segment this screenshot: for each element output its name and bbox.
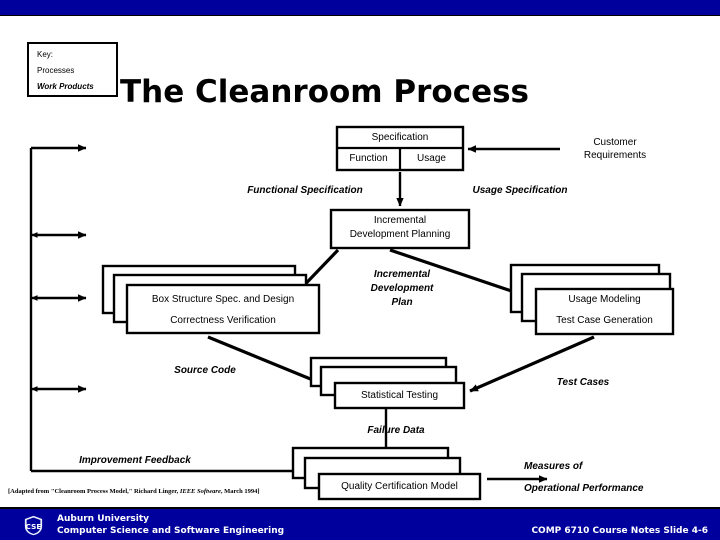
citation-prefix: [Adapted from: [8, 488, 51, 495]
usage-specification-label: Usage Specification: [472, 185, 568, 196]
incremental-dev-plan-label-line1: Incremental: [373, 269, 431, 280]
statistical-testing-stack-shape: [309, 356, 466, 410]
box-structure-label-line2: Correctness Verification: [170, 315, 276, 326]
citation-author: Richard Linger,: [134, 488, 180, 495]
arrow-box-structure-to-statistical-testing: [207, 335, 331, 389]
footer-university: Auburn University: [57, 514, 150, 524]
quality-certification-label: Quality Certification Model: [341, 481, 458, 492]
specification-box-shape: [335, 125, 465, 172]
auburn-logo-icon: CSE: [23, 514, 44, 537]
source-code-label: Source Code: [174, 365, 236, 376]
functional-specification-label: Functional Specification: [247, 185, 363, 196]
measures-label-line2: Operational Performance: [524, 483, 644, 494]
statistical-testing-label: Statistical Testing: [360, 390, 439, 401]
quality-certification-stack-shape: [291, 446, 482, 501]
svg-text:CSE: CSE: [25, 522, 41, 531]
source-citation: [Adapted from "Cleanroom Process Model,"…: [8, 488, 260, 495]
improvement-feedback-label: Improvement Feedback: [79, 455, 191, 466]
incremental-planning-box-shape: [329, 208, 471, 250]
top-blue-bar: [0, 0, 720, 16]
incremental-dev-plan-label-line3: Plan: [391, 297, 413, 308]
citation-suffix: , March 1994]: [220, 488, 260, 495]
usage-modeling-stack-shape: [509, 263, 675, 336]
box-structure-label-line1: Box Structure Spec. and Design: [151, 294, 295, 305]
key-work-products-label: Work Products: [37, 82, 94, 91]
incremental-planning-label-line1: Incremental: [373, 215, 427, 226]
key-legend-box: Key: Processes Work Products: [27, 42, 118, 97]
incremental-dev-plan-label-line2: Development: [370, 283, 434, 294]
arrow-usage-modeling-to-statistical-testing: [469, 335, 595, 393]
bottom-blue-bar: CSE Auburn University Computer Science a…: [0, 507, 720, 540]
footer-slide-label: COMP 6710 Course Notes Slide 4-6: [531, 526, 708, 536]
measures-label-line1: Measures of: [524, 461, 583, 472]
feedback-spine: [29, 144, 300, 473]
incremental-planning-label-line2: Development Planning: [349, 229, 451, 240]
test-cases-label: Test Cases: [556, 377, 610, 388]
customer-requirements-label-line1: Customer: [593, 137, 637, 148]
box-structure-stack-shape: [101, 264, 321, 335]
citation-journal: IEEE Software: [179, 488, 221, 495]
key-heading: Key:: [37, 50, 54, 59]
key-processes-label: Processes: [37, 66, 75, 75]
footer-department: Computer Science and Software Engineerin…: [57, 526, 285, 536]
specification-usage-cell: Usage: [417, 153, 446, 164]
specification-function-cell: Function: [349, 153, 388, 164]
failure-data-label: Failure Data: [367, 425, 425, 436]
page-title: The Cleanroom Process: [120, 74, 530, 110]
usage-modeling-label-line2: Test Case Generation: [556, 315, 653, 326]
citation-quoted-title: "Cleanroom Process Model,": [50, 488, 135, 495]
specification-box-title: Specification: [371, 132, 429, 143]
customer-requirements-label-line2: Requirements: [583, 150, 647, 161]
usage-modeling-label-line1: Usage Modeling: [568, 294, 641, 305]
